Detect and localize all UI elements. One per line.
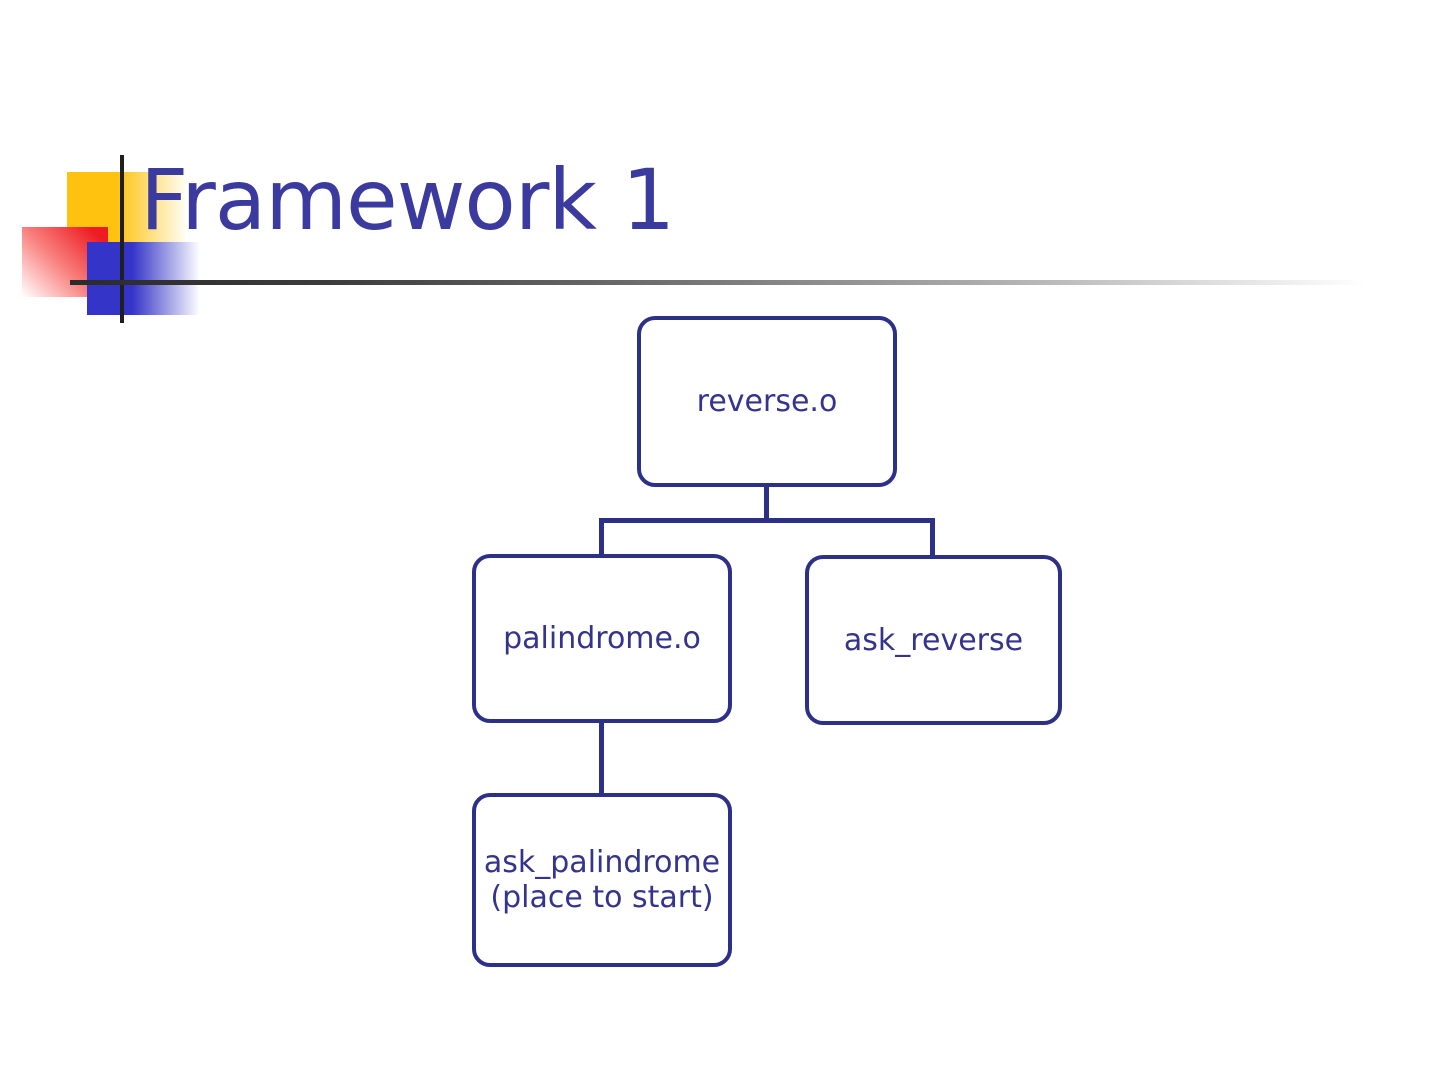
node-reverse-o-label: reverse.o [696,384,838,419]
node-palindrome-o-label: palindrome.o [503,621,701,656]
node-palindrome-o: palindrome.o [472,554,732,723]
node-ask-palindrome-label-line1: ask_palindrome [483,845,721,880]
node-ask-reverse: ask_reverse [805,555,1062,725]
node-ask-palindrome-label-line2: (place to start) [490,880,714,915]
node-reverse-o: reverse.o [637,316,897,487]
connector-reverse-stub [764,487,769,520]
slide-title: Framework 1 [140,151,675,249]
title-accent-blue-square [87,242,200,315]
connector-drop-palindrome [599,518,604,558]
title-accent-vertical-line [120,155,124,323]
connector-children-crossbar [599,518,935,523]
title-underline-rule [70,280,1365,285]
node-ask-reverse-label: ask_reverse [843,622,1024,658]
connector-drop-ask-palindrome [599,719,604,797]
node-ask-palindrome: ask_palindrome (place to start) [472,793,732,967]
connector-drop-ask-reverse [930,518,935,559]
